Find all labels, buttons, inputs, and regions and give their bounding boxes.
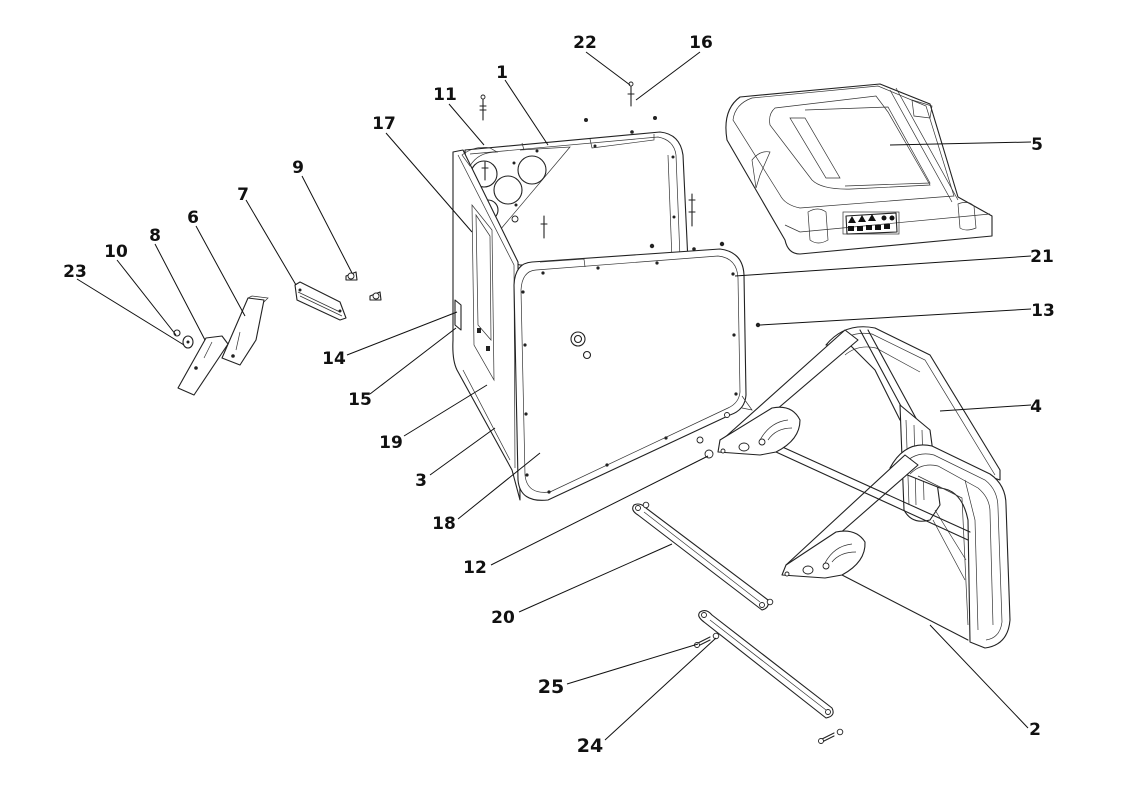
callout-12: 12 — [463, 558, 487, 578]
callout-1: 1 — [496, 63, 508, 83]
callout-18: 18 — [432, 514, 456, 534]
callout-11: 11 — [433, 85, 457, 105]
callout-labels: 1 2 3 4 5 6 7 8 9 10 11 12 13 14 15 16 1… — [63, 33, 1055, 757]
callout-21: 21 — [1030, 247, 1054, 267]
callout-16: 16 — [689, 33, 713, 53]
callout-13: 13 — [1031, 301, 1055, 321]
callout-3: 3 — [415, 471, 427, 491]
part-brackets — [173, 281, 347, 396]
callout-10: 10 — [104, 242, 128, 262]
callout-9: 9 — [292, 158, 304, 178]
callout-19: 19 — [379, 433, 403, 453]
callout-8: 8 — [149, 226, 161, 246]
part-braces — [632, 501, 844, 744]
callout-20: 20 — [491, 608, 515, 628]
part-top-cover — [725, 83, 993, 255]
part-frame — [717, 326, 1011, 649]
callout-6: 6 — [187, 208, 199, 228]
callout-4: 4 — [1030, 397, 1042, 417]
callout-14: 14 — [322, 349, 346, 369]
callout-5: 5 — [1031, 135, 1043, 155]
part-side-panel — [452, 146, 521, 501]
callout-7: 7 — [237, 185, 249, 205]
leader-lines — [76, 51, 1032, 741]
callout-24: 24 — [577, 735, 603, 757]
callout-22: 22 — [573, 33, 597, 53]
callout-25: 25 — [538, 676, 564, 698]
callout-2: 2 — [1029, 720, 1041, 740]
callout-23: 23 — [63, 262, 87, 282]
part-front-panel — [513, 248, 753, 501]
part-fasteners — [345, 81, 761, 459]
callout-15: 15 — [348, 390, 372, 410]
callout-17: 17 — [372, 114, 396, 134]
